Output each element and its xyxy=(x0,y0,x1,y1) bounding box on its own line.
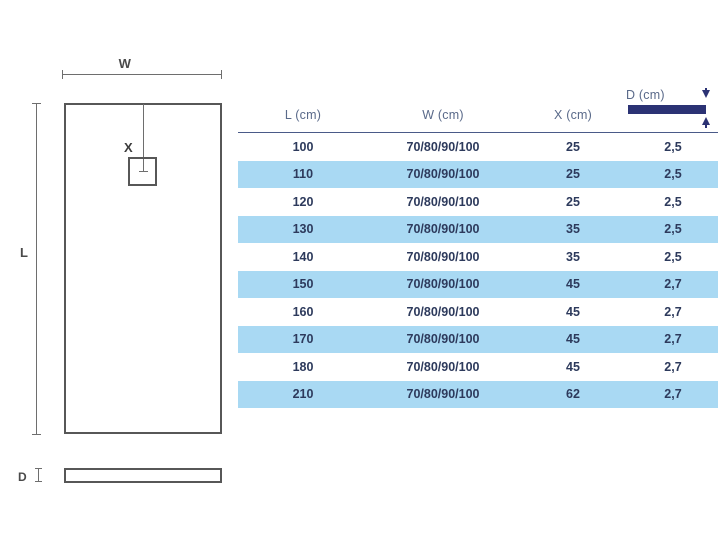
depth-dimension-marker-icon xyxy=(35,468,42,482)
table-header: L (cm) W (cm) X (cm) xyxy=(238,108,718,133)
length-dimension-label: L xyxy=(20,245,29,260)
drain-offset-dimension-line xyxy=(143,104,144,172)
length-tick-bottom-icon xyxy=(32,434,41,435)
cell-drain-offset: 35 xyxy=(518,215,628,243)
table-row: 160 70/80/90/100 45 2,7 xyxy=(238,298,718,326)
cell-length: 160 xyxy=(292,304,314,319)
table-header-row: L (cm) W (cm) X (cm) xyxy=(238,108,718,133)
cell-drain-offset: 25 xyxy=(566,139,580,154)
cell-length: 170 xyxy=(238,325,368,353)
cell-drain-offset: 45 xyxy=(518,325,628,353)
length-dimension-line xyxy=(36,103,37,434)
cell-width: 70/80/90/100 xyxy=(406,194,480,209)
cell-depth: 2,7 xyxy=(628,325,718,353)
cell-drain-offset: 25 xyxy=(518,160,628,188)
cell-width: 70/80/90/100 xyxy=(368,325,518,353)
cell-width: 70/80/90/100 xyxy=(368,160,518,188)
column-header-length: L (cm) xyxy=(238,108,368,133)
cell-drain-offset: 45 xyxy=(518,270,628,298)
cell-drain-offset: 45 xyxy=(566,304,580,319)
cell-drain-offset: 62 xyxy=(518,380,628,408)
cell-depth: 2,7 xyxy=(628,270,718,298)
width-dimension-line xyxy=(62,74,222,75)
cell-depth: 2,5 xyxy=(628,160,718,188)
cell-depth: 2,7 xyxy=(664,359,682,374)
length-tick-top-icon xyxy=(32,103,41,104)
cell-length: 210 xyxy=(238,380,368,408)
cell-width: 70/80/90/100 xyxy=(406,139,480,154)
column-header-depth xyxy=(628,108,718,133)
cell-width: 70/80/90/100 xyxy=(368,380,518,408)
cell-length: 110 xyxy=(238,160,368,188)
drain-square-icon xyxy=(128,157,157,186)
depth-dimension-label: D xyxy=(18,470,28,484)
width-tick-right-icon xyxy=(221,70,222,79)
cell-depth: 2,5 xyxy=(664,139,682,154)
cell-length: 100 xyxy=(292,139,314,154)
cell-drain-offset: 35 xyxy=(566,249,580,264)
cell-drain-offset: 45 xyxy=(566,359,580,374)
cell-length: 120 xyxy=(292,194,314,209)
table-row: 120 70/80/90/100 25 2,5 xyxy=(238,188,718,216)
cell-length: 150 xyxy=(238,270,368,298)
cell-length: 140 xyxy=(292,249,314,264)
cell-depth: 2,5 xyxy=(628,215,718,243)
cell-width: 70/80/90/100 xyxy=(406,249,480,264)
cell-width: 70/80/90/100 xyxy=(368,270,518,298)
shower-tray-side-profile xyxy=(64,468,222,483)
drain-offset-tick-icon xyxy=(139,171,148,172)
cell-width: 70/80/90/100 xyxy=(368,215,518,243)
table-row: 140 70/80/90/100 35 2,5 xyxy=(238,243,718,271)
drain-offset-label: X xyxy=(124,140,134,155)
cell-depth: 2,7 xyxy=(664,304,682,319)
table-row: 100 70/80/90/100 25 2,5 xyxy=(238,133,718,161)
cell-length: 130 xyxy=(238,215,368,243)
cell-depth: 2,7 xyxy=(628,380,718,408)
specification-table-panel: D (cm) L (cm) W (cm) X (cm) 100 70/80/90/… xyxy=(238,0,720,540)
column-header-drain-offset: X (cm) xyxy=(518,108,628,133)
width-dimension-label: W xyxy=(118,56,132,71)
cell-drain-offset: 25 xyxy=(566,194,580,209)
cell-width: 70/80/90/100 xyxy=(406,359,480,374)
column-header-width: W (cm) xyxy=(368,108,518,133)
depth-legend-label: D (cm) xyxy=(626,88,665,102)
cell-depth: 2,5 xyxy=(664,249,682,264)
technical-drawing: W L X D xyxy=(0,0,238,540)
table-row: 180 70/80/90/100 45 2,7 xyxy=(238,353,718,381)
cell-depth: 2,5 xyxy=(664,194,682,209)
width-tick-left-icon xyxy=(62,70,63,79)
cell-length: 180 xyxy=(292,359,314,374)
cell-width: 70/80/90/100 xyxy=(406,304,480,319)
